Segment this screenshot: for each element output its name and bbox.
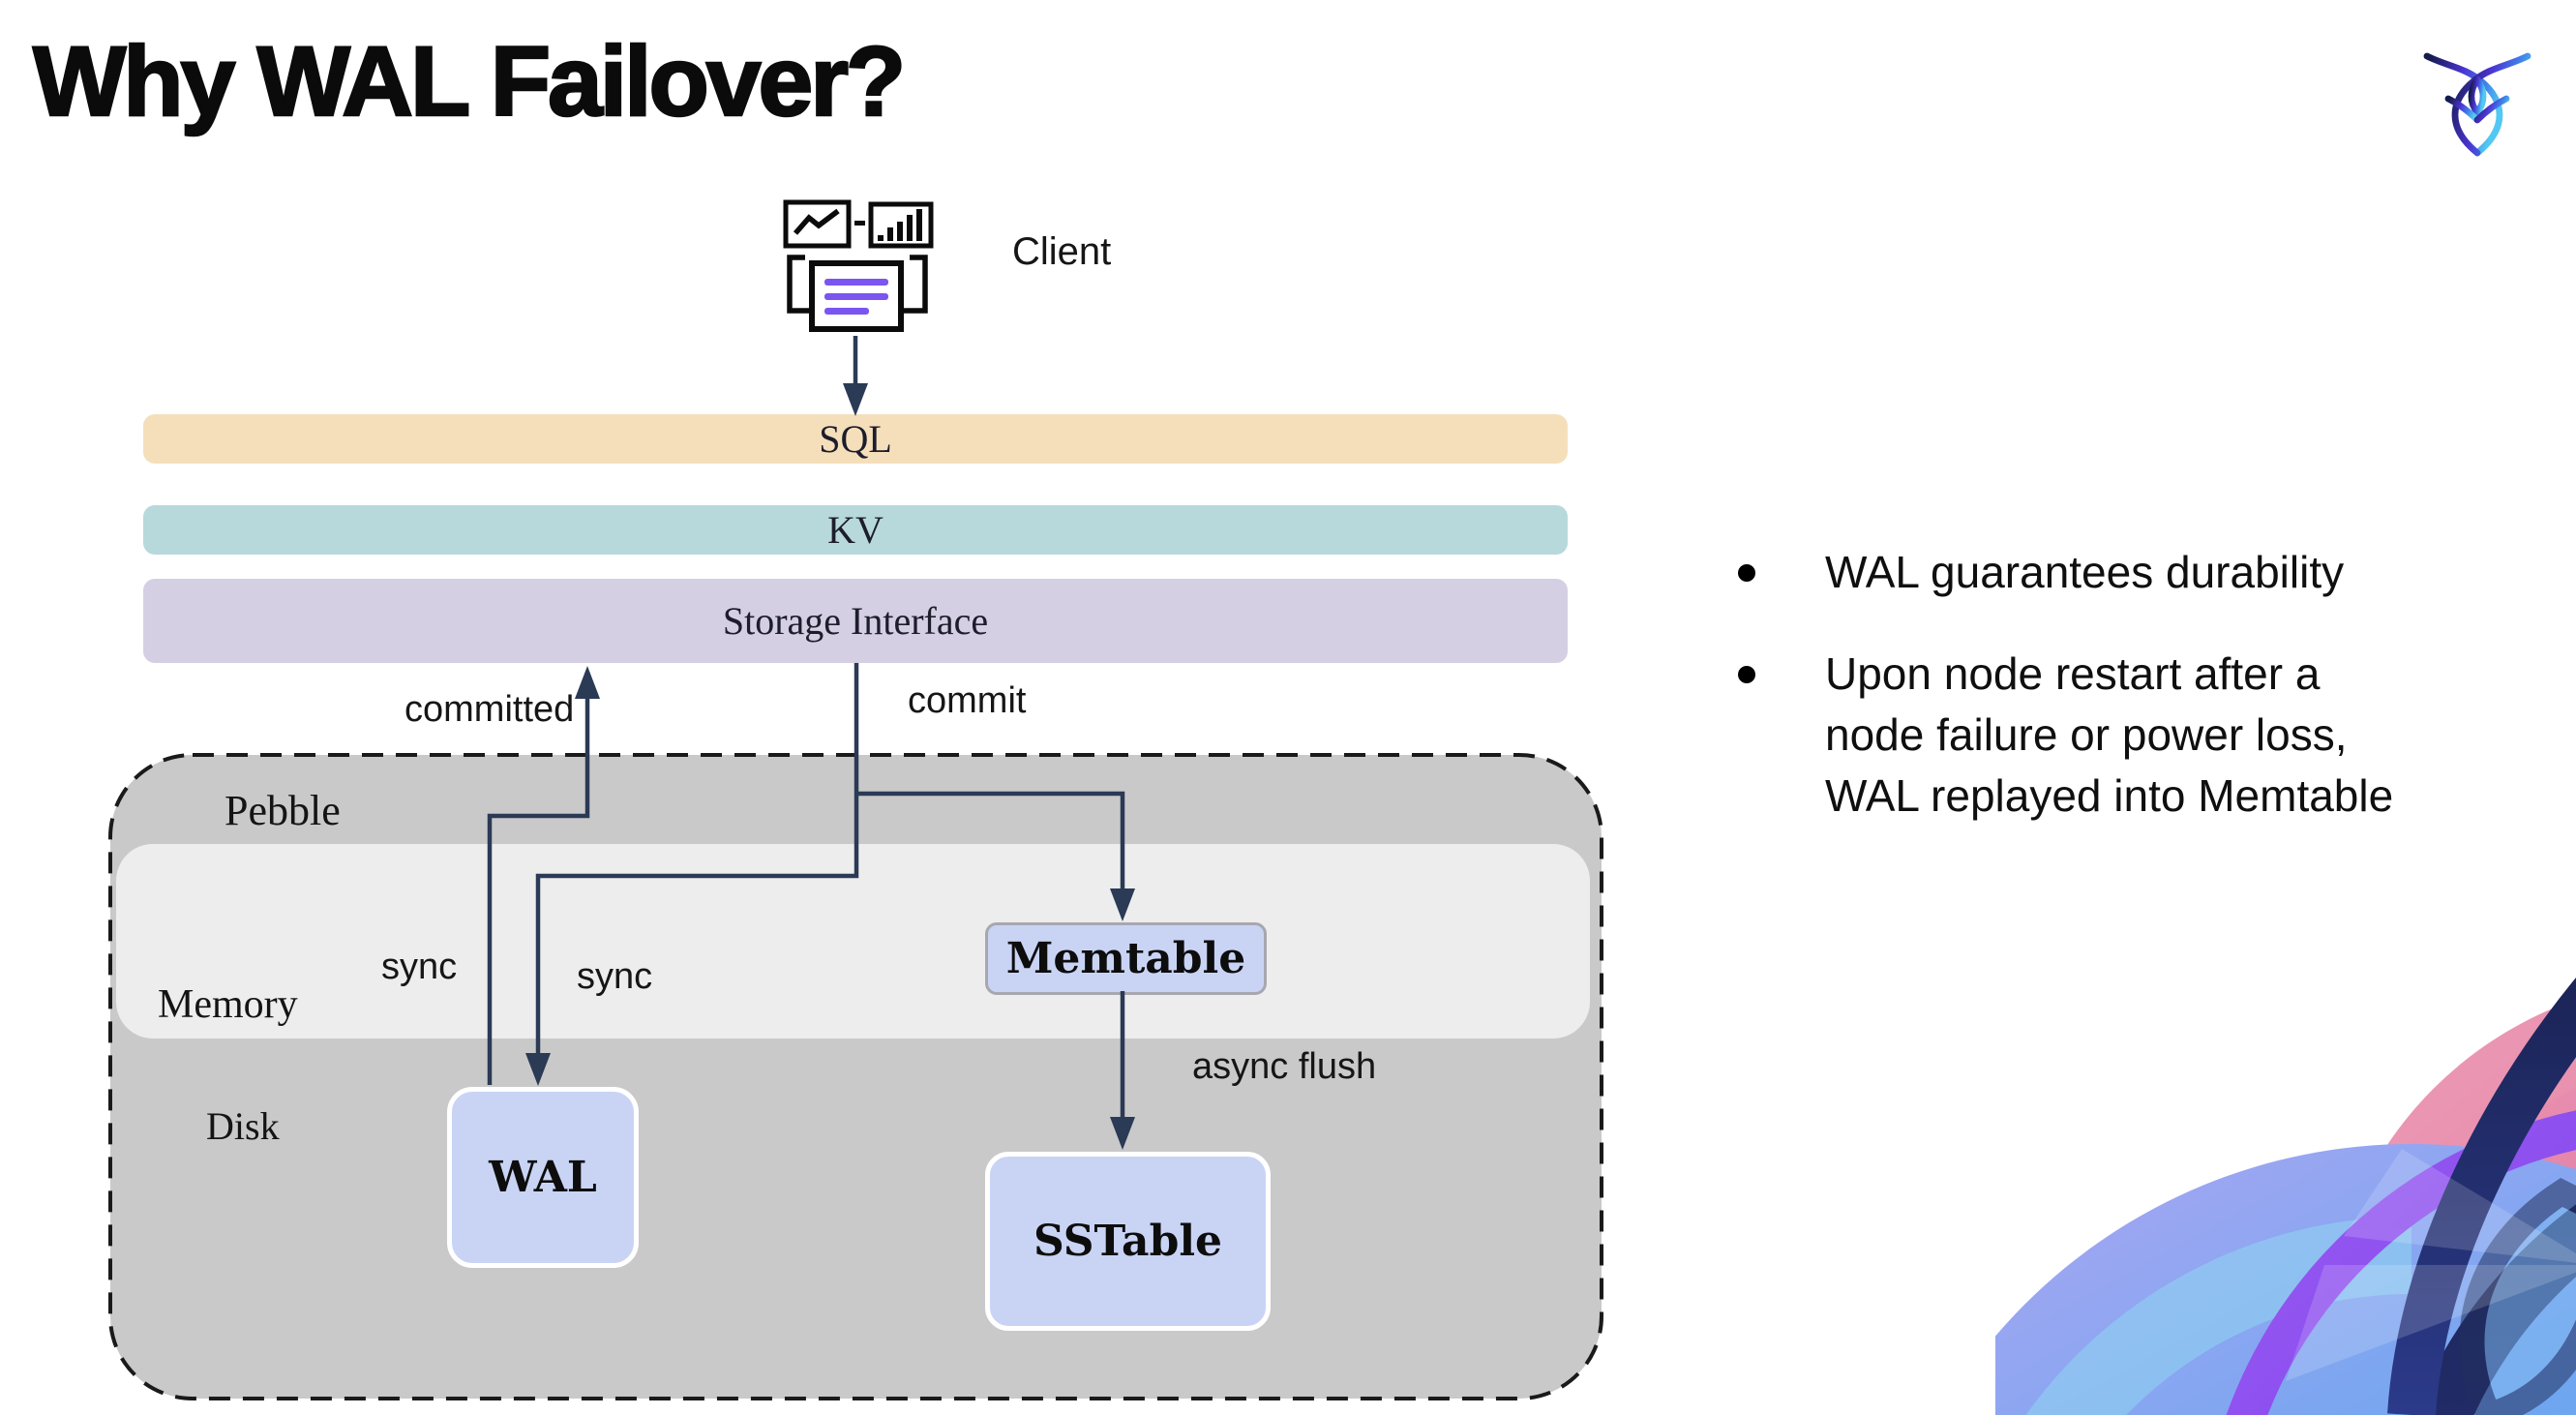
- bullet-list: WAL guarantees durability Upon node rest…: [1722, 542, 2555, 827]
- client-label: Client: [1012, 230, 1112, 273]
- edge-committed-label: committed: [404, 689, 575, 730]
- node-memtable: Memtable: [985, 922, 1267, 995]
- bullet-dot-icon: [1738, 666, 1755, 683]
- layer-storage-interface: Storage Interface: [143, 579, 1568, 663]
- edge-commit-to-memtable: [856, 791, 1125, 890]
- page-title: Why WAL Failover?: [32, 25, 908, 138]
- layer-storage-interface-label: Storage Interface: [722, 599, 989, 643]
- pebble-label: Pebble: [225, 787, 341, 834]
- cockroach-brand-artwork: [1995, 977, 2576, 1415]
- layer-sql: SQL: [143, 414, 1568, 464]
- arrowhead-committed: [575, 666, 600, 699]
- memory-label: Memory: [158, 982, 298, 1027]
- node-sstable: SSTable: [985, 1152, 1271, 1331]
- arrowhead-client: [843, 383, 868, 416]
- bullet-item-replay: Upon node restart after a node failure o…: [1722, 644, 2555, 827]
- cockroach-logo-icon: [2423, 52, 2531, 157]
- node-wal-label: WAL: [489, 1153, 597, 1202]
- node-memtable-label: Memtable: [1005, 934, 1246, 983]
- bullet-item-durability: WAL guarantees durability: [1722, 542, 2555, 603]
- edge-sync-up-label: sync: [381, 947, 458, 987]
- layer-sql-label: SQL: [819, 417, 892, 461]
- disk-label: Disk: [206, 1104, 280, 1148]
- edge-async-flush-label: async flush: [1192, 1046, 1377, 1087]
- arrowhead-commit-wal: [525, 1053, 551, 1086]
- layer-kv-label: KV: [827, 508, 884, 552]
- memory-band: [116, 844, 1590, 1039]
- node-sstable-label: SSTable: [1033, 1217, 1223, 1266]
- edge-commit-label: commit: [908, 680, 1027, 721]
- arrowhead-commit-memtable: [1110, 888, 1135, 921]
- edge-committed-arrow: [487, 677, 590, 1085]
- client-icon: [783, 199, 934, 332]
- bullet-text: Upon node restart after a node failure o…: [1825, 648, 2394, 821]
- edge-sync-down-label: sync: [577, 956, 653, 997]
- pebble-dashed-border: [108, 753, 1603, 1400]
- bullet-text: WAL guarantees durability: [1825, 547, 2345, 597]
- layer-kv: KV: [143, 505, 1568, 555]
- bullet-dot-icon: [1738, 564, 1755, 582]
- arrowhead-async-flush: [1110, 1117, 1135, 1150]
- node-wal: WAL: [447, 1087, 639, 1268]
